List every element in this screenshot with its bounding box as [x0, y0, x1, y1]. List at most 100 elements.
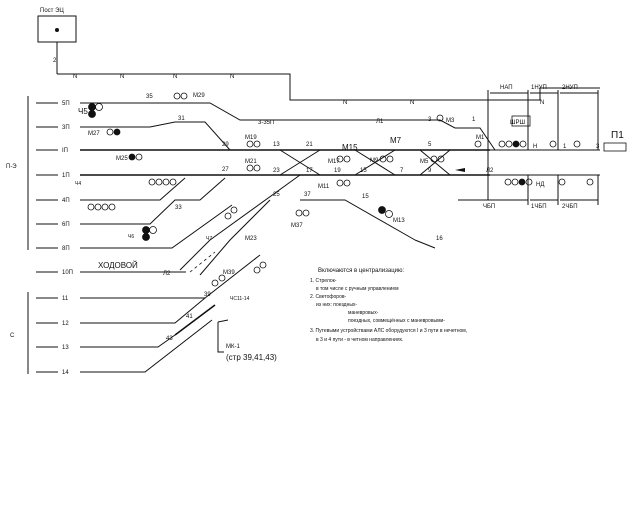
signal-m13: M13: [393, 218, 405, 224]
signal-head-group-ch1: [148, 178, 177, 186]
mk-pages: (стр 39,41,43): [226, 353, 277, 362]
signal-head-group-m3: [436, 114, 444, 122]
signal-m39: M39: [223, 270, 235, 276]
n-marker-3: N: [173, 74, 177, 80]
switch-27: 27: [222, 167, 229, 173]
switch-13: 13: [273, 142, 280, 148]
post-indicator-icon: [55, 28, 59, 32]
switch-3: 3: [428, 117, 432, 123]
signal-m7: M7: [390, 136, 402, 145]
signal-head-group-n: [498, 140, 527, 148]
signal-head-group-m19: [246, 140, 261, 148]
signal-head-group-5p: [173, 92, 188, 100]
post-label: Пост ЭЦ: [40, 8, 64, 14]
label-2chbp: 2ЧБП: [562, 204, 578, 210]
switch-21: 21: [306, 142, 313, 148]
track-16-label: 16: [436, 236, 443, 242]
label-num1: 1: [563, 144, 567, 150]
mk-label: МК-1: [226, 344, 240, 350]
notes-item-2: в том числе с ручным управлением: [316, 286, 399, 292]
signal-m25: M25: [116, 156, 128, 162]
switch-5: 5: [428, 142, 432, 148]
signal-m5: M5: [420, 159, 429, 165]
signal-m11: M11: [318, 184, 330, 190]
notes-item-6: поездных, совмещённых с маневровыми-: [348, 318, 445, 324]
signal-ch4: Ч4: [75, 181, 81, 187]
track-8p: 8П: [62, 246, 70, 252]
arrow-left-icon: [455, 168, 465, 172]
label-l2-right: Л2: [486, 168, 494, 174]
track-6p: 6П: [62, 222, 70, 228]
right-section: НАП 1НУП 2НУП ЧБП 1ЧБП 2ЧБП ШРШ Н НД 1 3…: [455, 85, 627, 210]
signal-head-group-m21: [246, 164, 261, 172]
signal-m3: M3: [446, 118, 455, 124]
label-l1: Л1: [376, 119, 384, 125]
label-1chbp: 1ЧБП: [531, 204, 547, 210]
signal-m21: M21: [245, 159, 257, 165]
switch-7: 7: [400, 168, 404, 174]
signal-head-group-m11: [336, 179, 351, 187]
signal-head-group-nd: [504, 178, 533, 186]
signal-chs11-14: ЧС11-14: [230, 296, 250, 302]
track-ip: IП: [62, 148, 68, 154]
group-po-label: П-Э: [6, 164, 17, 170]
track-3-35p: 3-35П: [258, 120, 274, 126]
notes-item-7: 3. Путевыми устройствами АЛС оборудуются…: [310, 327, 467, 334]
label-hodovoy: ХОДОВОЙ: [98, 261, 138, 270]
track-4p: 4П: [62, 198, 70, 204]
signal-head-group-m5: [430, 155, 445, 163]
notes-item-4: из них: поездных-: [316, 302, 357, 308]
switch-43: 43: [166, 336, 173, 342]
notes-item-3: 2. Светофоров-: [310, 294, 347, 300]
track-13: 13: [62, 345, 69, 351]
n-marker-4: N: [230, 74, 234, 80]
n-marker-1: N: [73, 74, 77, 80]
track-12: 12: [62, 321, 69, 327]
notes-item-5: маневровых-: [348, 310, 379, 316]
notes-item-1: 1. Стрелок-: [310, 278, 337, 284]
label-nap: НАП: [500, 85, 513, 91]
signal-head-group-1: [549, 140, 581, 148]
signal-head-group-m27: [106, 128, 121, 136]
signal-head-group-3: [558, 178, 594, 186]
signal-head-group-m25: [128, 153, 143, 161]
track-1p: 1П: [62, 173, 70, 179]
signal-head-group-m37: [295, 209, 310, 217]
signal-head-group-m17: [336, 155, 351, 163]
signal-m23: M23: [245, 236, 257, 242]
signal-labels: M29 M27 M25 M19 M21 M23 M37 M17 M13 M9 M…: [75, 93, 485, 302]
label-1nup: 1НУП: [531, 85, 547, 91]
label-l2-left: Л2: [163, 271, 171, 277]
switch-33: 33: [175, 205, 182, 211]
label-shrsh: ШРШ: [510, 120, 525, 126]
signal-heads: [87, 92, 594, 287]
signal-m17: M17: [328, 159, 340, 165]
signal-head-group-ch6: [142, 226, 157, 241]
signal-m19: M19: [245, 135, 257, 141]
n-marker-5: N: [343, 100, 347, 106]
switch-41: 41: [186, 314, 193, 320]
post-cable-label: 2: [53, 58, 57, 64]
switch-29: 29: [222, 142, 229, 148]
signal-m15: M15: [342, 143, 358, 152]
track-3p: 3П: [62, 125, 70, 131]
mk-marker: [217, 322, 224, 353]
signal-head-group-chs: [253, 261, 267, 274]
switch-labels: 35 31 29 27 33 25 23 21 13 19 17 15 5 7 …: [146, 94, 476, 342]
signal-ch6: Ч6: [128, 234, 134, 240]
label-nd: НД: [536, 182, 544, 188]
signal-m1: M1: [476, 135, 485, 141]
track-10p: 10П: [62, 270, 73, 276]
label-p1: П1: [611, 130, 624, 141]
group-c-label: С: [10, 333, 15, 339]
switch-37: 37: [304, 192, 311, 198]
n-marker-6: N: [410, 100, 414, 106]
label-num3: 3: [596, 144, 600, 150]
n-marker-2: N: [120, 74, 124, 80]
switch-31: 31: [178, 116, 185, 122]
n-bus-line: [57, 73, 600, 101]
signal-m27: M27: [88, 131, 100, 137]
signal-m9: M9: [370, 158, 379, 164]
switch-15: 15: [360, 168, 367, 174]
